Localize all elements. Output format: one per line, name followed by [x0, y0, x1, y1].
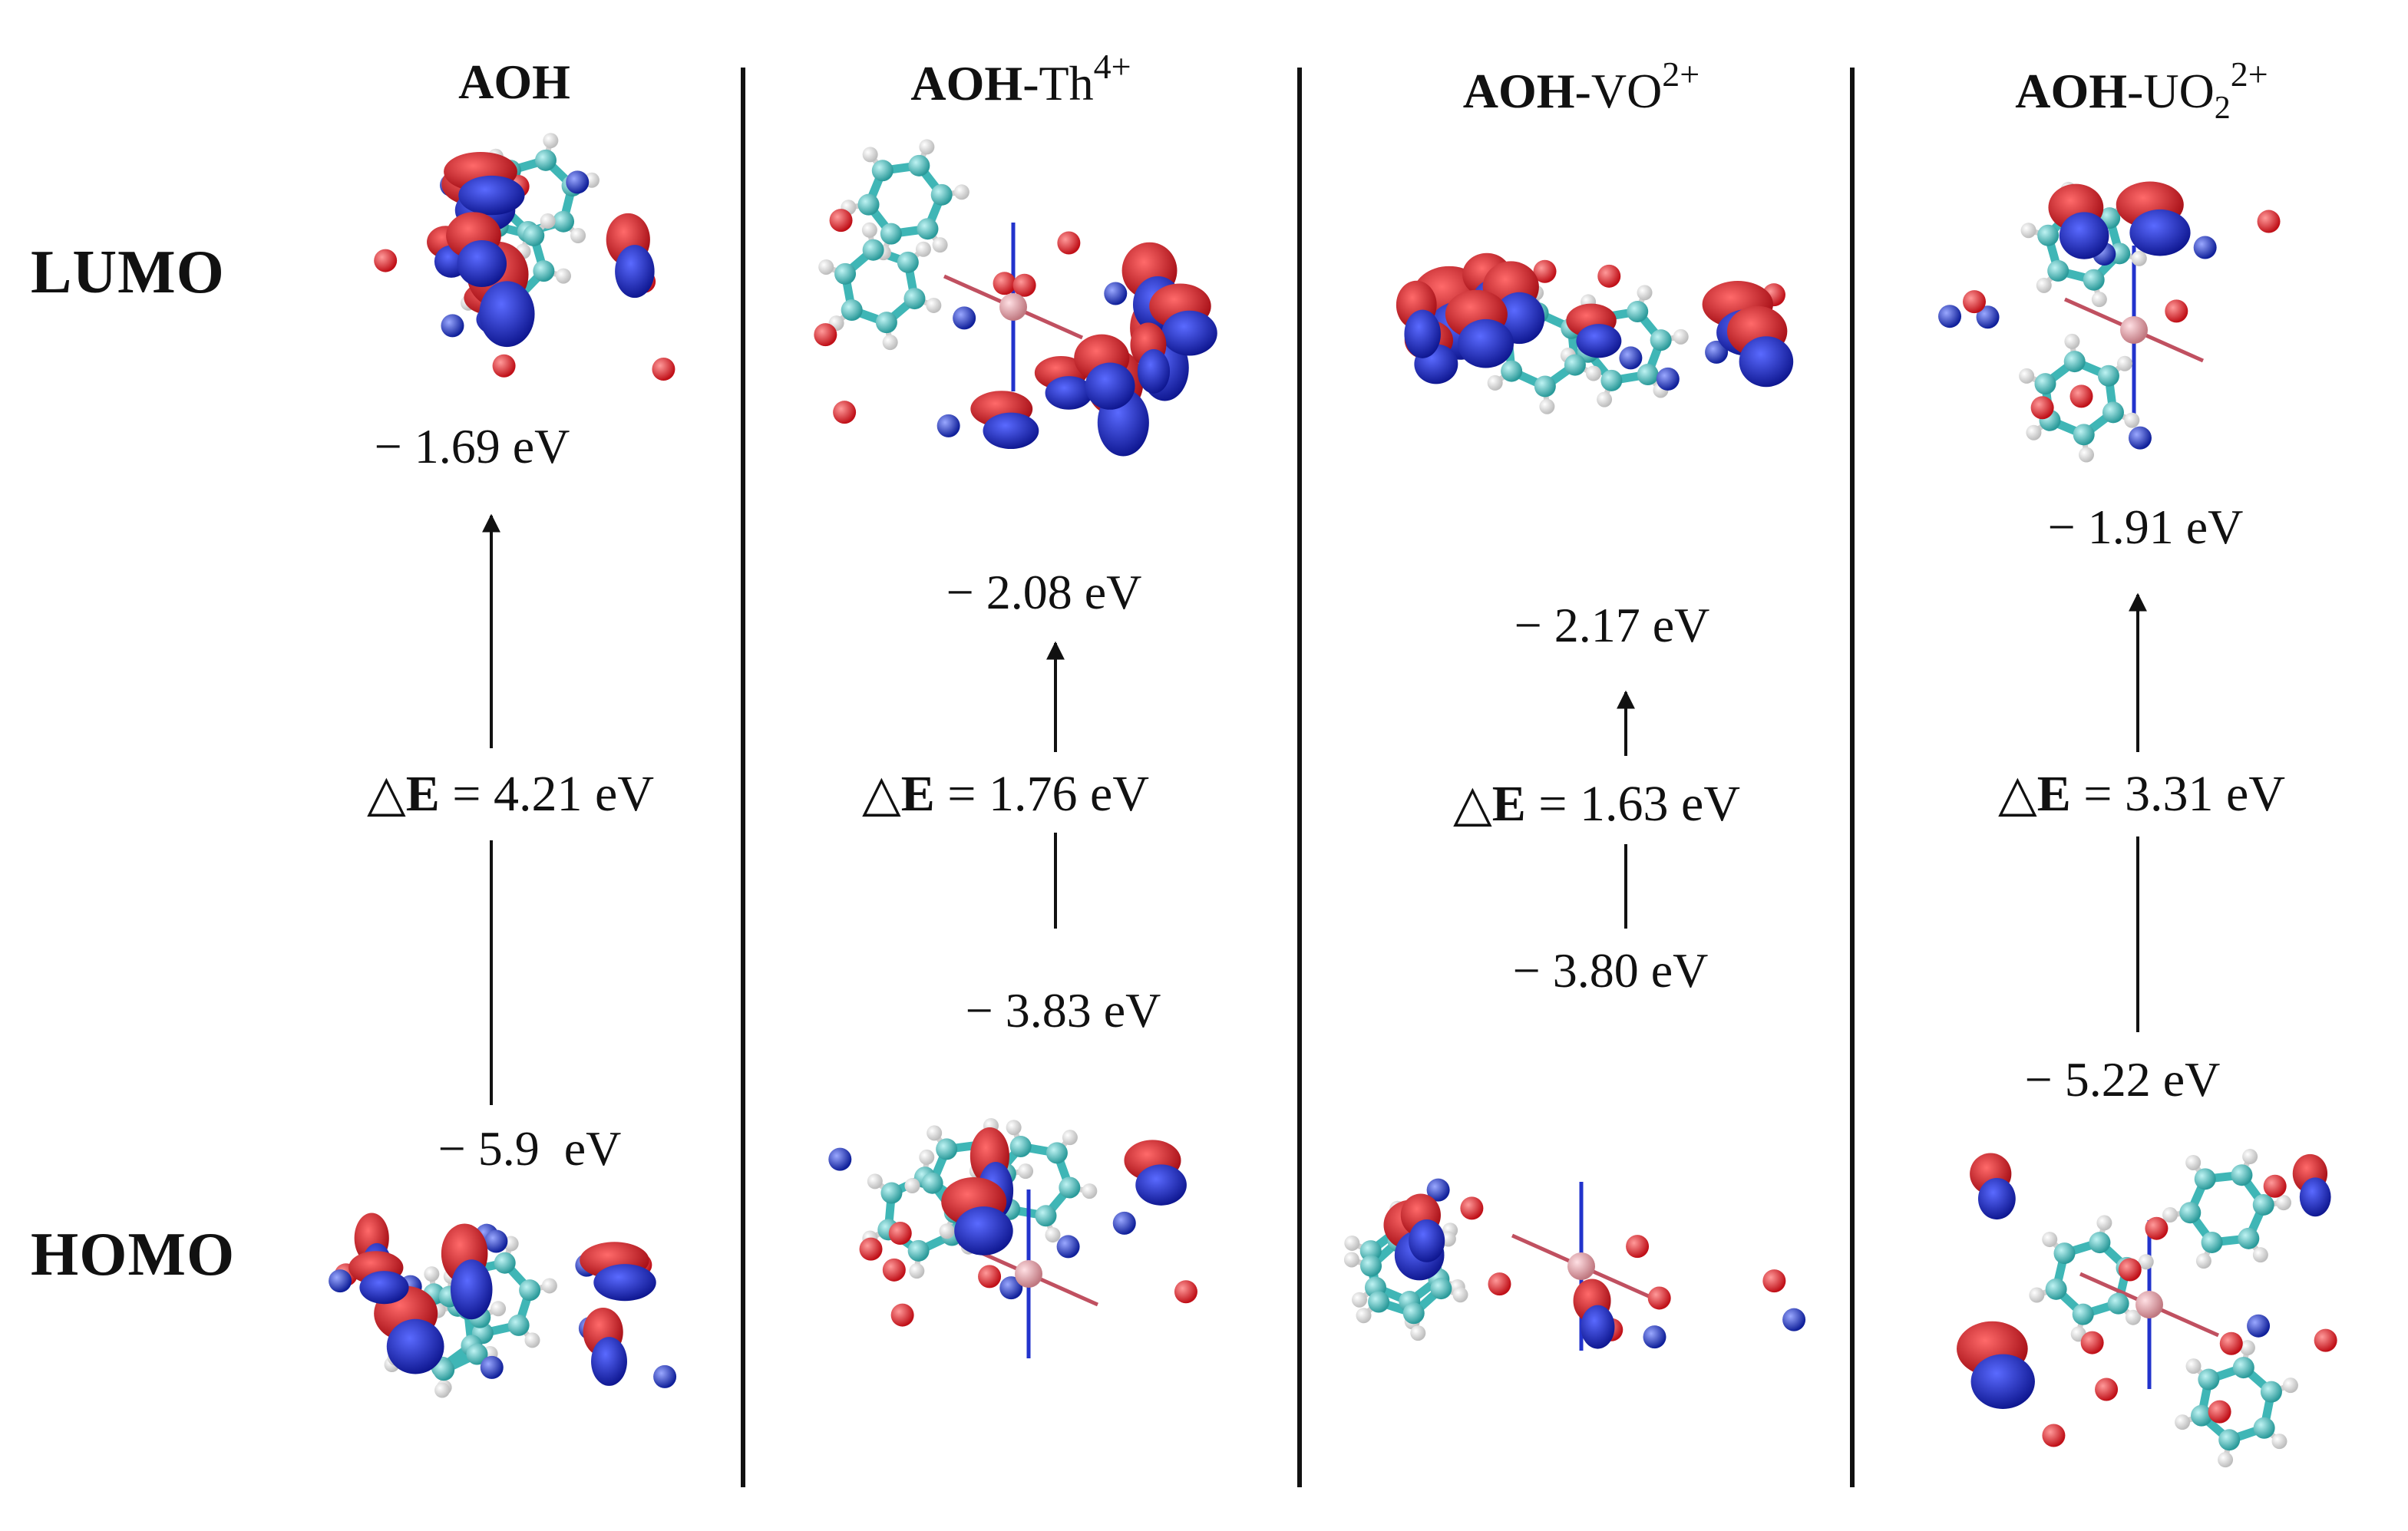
homo-orbital-aoh — [329, 1213, 677, 1398]
homo-energy-aoh: − 5.9 eV — [438, 1121, 622, 1176]
homo-row-label: HOMO — [31, 1221, 236, 1288]
gap-variable: E — [405, 766, 440, 822]
title-charge: 2+ — [1662, 54, 1700, 94]
homo-energy-aoh-th: − 3.83 eV — [965, 983, 1161, 1038]
homo-orbital-aoh-vo — [1343, 1178, 1806, 1351]
column-title-aoh: AOH — [458, 54, 570, 111]
column-title-aoh-uo2: AOH-UO22+ — [2015, 54, 2268, 127]
gap-value: = 4.21 eV — [452, 766, 654, 822]
column-divider — [1297, 68, 1302, 1487]
gap-variable: E — [1491, 776, 1526, 832]
lumo-energy-aoh-th: − 2.08 eV — [946, 565, 1142, 619]
molecular-orbital-images — [329, 133, 2337, 1468]
lumo-orbital-aoh-th — [814, 139, 1217, 457]
title-bold: AOH — [1462, 64, 1575, 118]
energy-gap-aoh-th: △E = 1.76 eV — [862, 764, 1149, 823]
gap-variable: E — [900, 766, 935, 822]
lumo-energy-aoh: − 1.69 eV — [374, 419, 570, 473]
delta-symbol: △ — [367, 766, 406, 822]
lumo-orbital-aoh — [374, 133, 675, 381]
energy-gap-aoh: △E = 4.21 eV — [367, 764, 654, 823]
delta-symbol: △ — [1998, 766, 2037, 822]
lumo-orbital-aoh-uo2 — [1938, 181, 2281, 463]
energy-gap-aoh-uo2: △E = 3.31 eV — [1998, 764, 2285, 823]
lumo-orbital-aoh-vo — [1396, 252, 1794, 414]
homo-orbital-aoh-uo2 — [1957, 1149, 2337, 1468]
title-rest: -UO — [2127, 64, 2215, 118]
gap-value: = 1.63 eV — [1538, 776, 1740, 832]
column-divider — [741, 68, 745, 1487]
gap-value: = 3.31 eV — [2083, 766, 2285, 822]
energy-gap-aoh-vo: △E = 1.63 eV — [1453, 774, 1740, 833]
title-subscript: 2 — [2214, 91, 2231, 126]
column-title-aoh-th: AOH-Th4+ — [910, 46, 1131, 112]
lumo-energy-aoh-vo: − 2.17 eV — [1514, 598, 1710, 652]
column-title-aoh-vo: AOH-VO2+ — [1463, 54, 1699, 120]
gap-variable: E — [2036, 766, 2071, 822]
gap-value: = 1.76 eV — [947, 766, 1149, 822]
homo-orbital-aoh-th — [828, 1117, 1197, 1358]
title-charge: 4+ — [1093, 47, 1131, 86]
lumo-energy-aoh-uo2: − 1.91 eV — [2047, 500, 2244, 554]
lumo-row-label: LUMO — [31, 239, 225, 306]
homo-energy-aoh-vo: − 3.80 eV — [1512, 943, 1709, 998]
delta-symbol: △ — [1453, 776, 1492, 832]
homo-energy-aoh-uo2: − 5.22 eV — [2024, 1052, 2221, 1107]
title-rest: -Th — [1022, 56, 1094, 111]
title-charge: 2+ — [2230, 54, 2268, 94]
title-bold: AOH — [458, 54, 570, 109]
delta-symbol: △ — [862, 766, 901, 822]
title-bold: AOH — [910, 56, 1023, 111]
column-divider — [1850, 68, 1855, 1487]
title-bold: AOH — [2015, 64, 2128, 118]
title-rest: -VO — [1574, 64, 1663, 118]
